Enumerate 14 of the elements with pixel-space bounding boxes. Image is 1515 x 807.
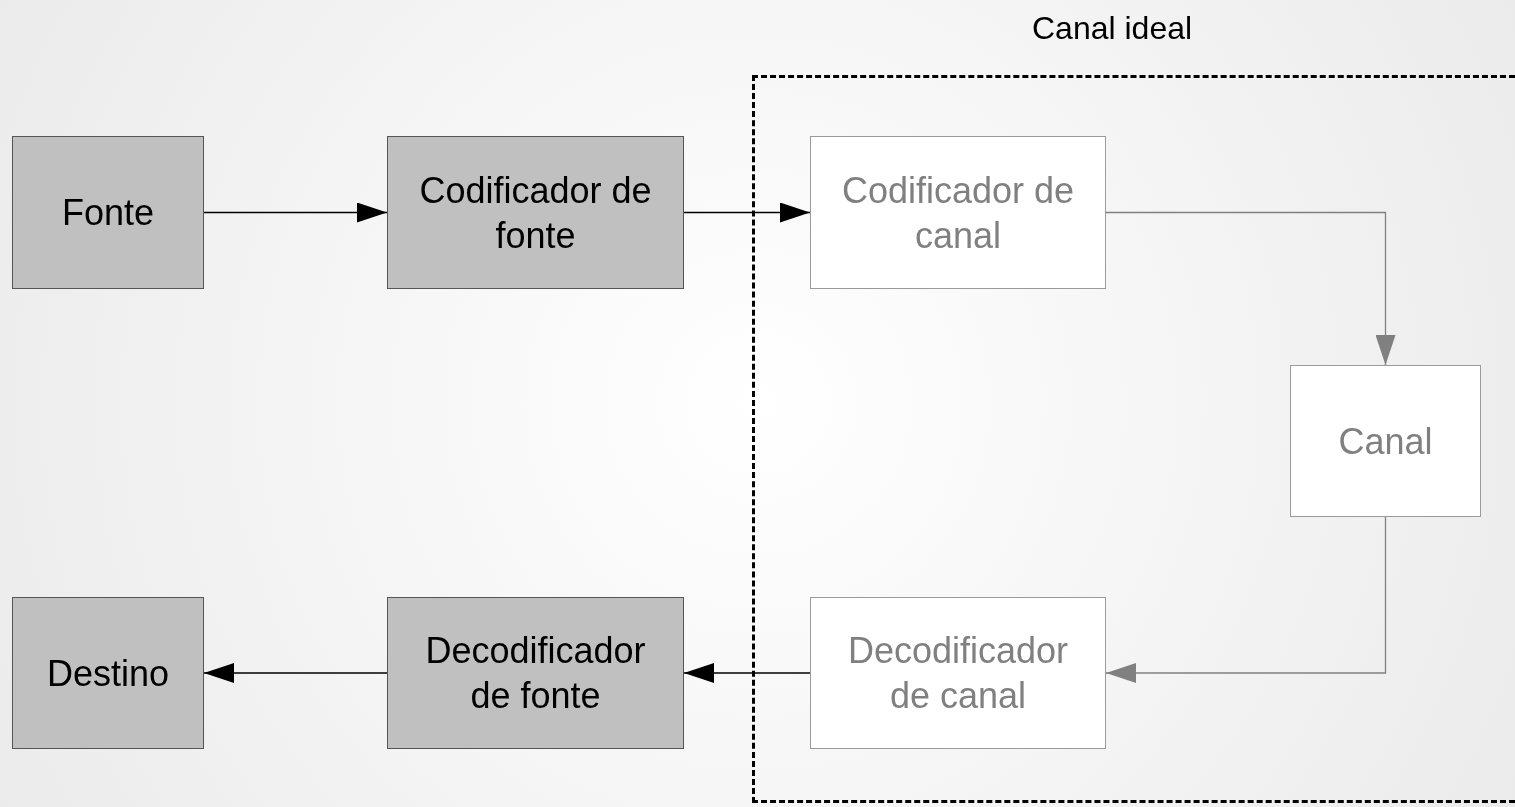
- arrow: [1105, 211, 1396, 366]
- arrow: [1105, 516, 1387, 683]
- arrow: [203, 663, 388, 683]
- process-box: Decodificador de canal: [810, 597, 1106, 749]
- arrow: [683, 202, 811, 223]
- process-box: Decodificador de fonte: [387, 597, 684, 749]
- process-box: Destino: [12, 597, 204, 749]
- process-box: Canal: [1290, 365, 1481, 517]
- arrow: [203, 202, 388, 223]
- process-box: Fonte: [12, 136, 204, 289]
- arrow: [683, 663, 811, 683]
- region-title: Canal ideal: [1032, 9, 1193, 48]
- process-box: Codificador de canal: [810, 136, 1106, 289]
- process-box: Codificador de fonte: [387, 136, 684, 289]
